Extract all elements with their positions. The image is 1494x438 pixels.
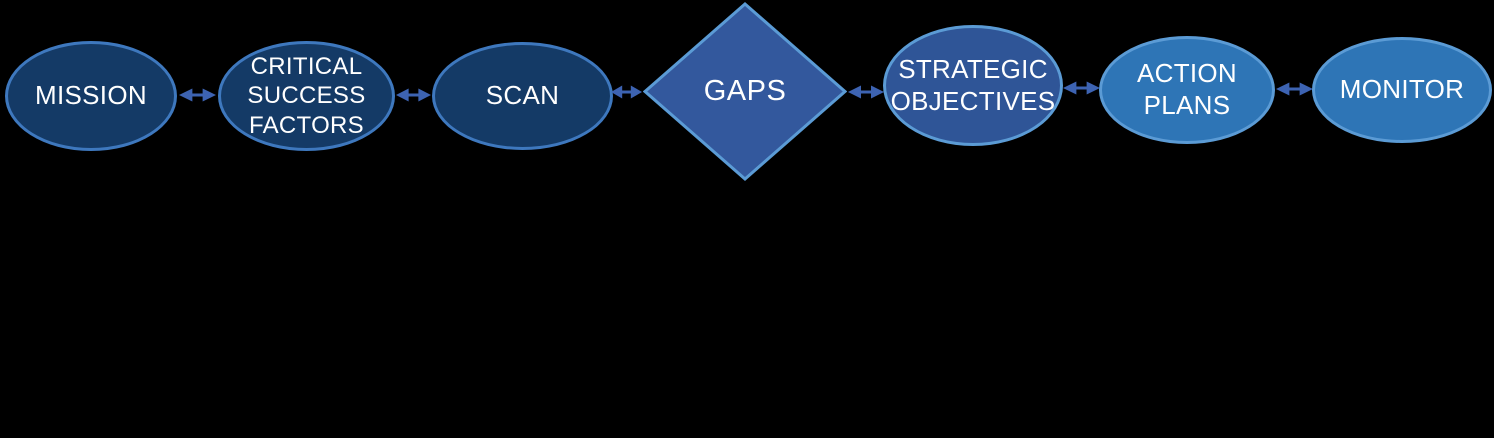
node-gaps-label: GAPS	[703, 75, 787, 107]
connector-arrow-csf-scan	[396, 87, 431, 103]
node-mission: MISSION	[5, 41, 177, 151]
node-scan-label: SCAN	[485, 80, 560, 111]
connector-arrow-gaps-strategic-objectives	[848, 84, 884, 100]
node-critical-success-factors-label: CRITICAL SUCCESS FACTORS	[247, 53, 366, 139]
gaps-diamond-shape	[643, 2, 847, 181]
node-action-plans-label: ACTION PLANS	[1136, 58, 1238, 120]
connector-arrow-action-plans-monitor	[1276, 81, 1313, 97]
node-strategic-objectives-label: STRATEGIC OBJECTIVES	[890, 53, 1056, 116]
node-critical-success-factors: CRITICAL SUCCESS FACTORS	[218, 41, 395, 151]
node-gaps: GAPS	[643, 2, 847, 181]
node-action-plans: ACTION PLANS	[1099, 36, 1275, 144]
node-scan: SCAN	[432, 42, 613, 150]
node-strategic-objectives: STRATEGIC OBJECTIVES	[883, 25, 1063, 146]
node-monitor-label: MONITOR	[1339, 74, 1465, 105]
connector-arrow-scan-gaps	[611, 84, 642, 100]
connector-arrow-strategic-objectives-action-plans	[1063, 80, 1100, 96]
node-monitor: MONITOR	[1312, 37, 1492, 143]
node-mission-label: MISSION	[35, 80, 147, 111]
connector-arrow-mission-csf	[179, 87, 216, 103]
